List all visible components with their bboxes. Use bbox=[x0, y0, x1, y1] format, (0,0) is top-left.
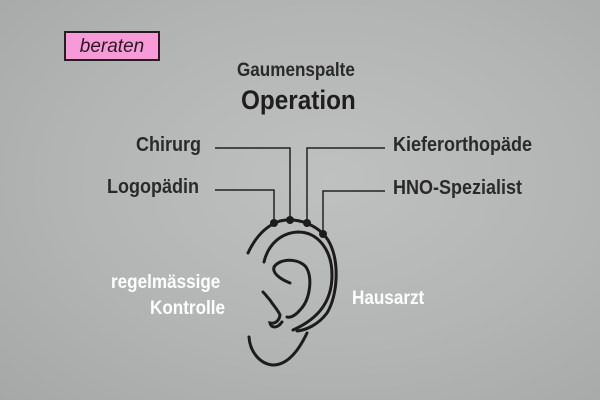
dot-kieferorthopaede bbox=[303, 219, 311, 227]
line-hno bbox=[322, 190, 385, 234]
ear-dots bbox=[270, 216, 327, 238]
beraten-badge: beraten bbox=[64, 31, 160, 61]
ear-tragus bbox=[261, 290, 284, 329]
label-chirurg: Chirurg bbox=[136, 134, 201, 156]
label-logopaedin: Logopädin bbox=[107, 176, 199, 198]
label-regelmaessige: regelmässige bbox=[111, 272, 221, 293]
title-gaumenspalte: Gaumenspalte bbox=[237, 60, 355, 81]
line-logopaedin bbox=[215, 189, 275, 222]
label-kontrolle: Kontrolle bbox=[150, 298, 226, 319]
ear-antihelix bbox=[262, 230, 334, 332]
connector-lines bbox=[215, 147, 385, 234]
line-chirurg bbox=[215, 147, 291, 220]
dot-chirurg bbox=[286, 216, 294, 224]
ear-lobe bbox=[247, 331, 309, 367]
label-hausarzt: Hausarzt bbox=[352, 288, 425, 309]
title-operation: Operation bbox=[241, 85, 356, 115]
ear-outline bbox=[246, 218, 338, 367]
ear-helix bbox=[246, 218, 338, 333]
line-kieferorthopaede bbox=[306, 147, 385, 223]
dot-logopaedin bbox=[270, 219, 278, 227]
dot-hno bbox=[319, 230, 327, 238]
label-kieferorthopaede: Kieferorthopäde bbox=[393, 134, 533, 156]
ear-concha bbox=[272, 258, 312, 319]
label-hno-spezialist: HNO-Spezialist bbox=[393, 177, 523, 199]
